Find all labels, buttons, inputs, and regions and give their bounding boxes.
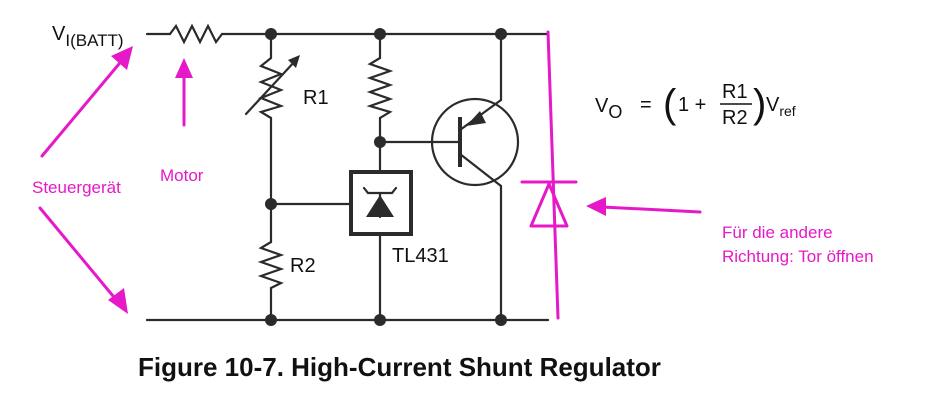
formula-denominator: R2: [722, 107, 748, 129]
bias-resistor: [366, 56, 394, 120]
r1-resistor: [258, 56, 285, 120]
tl431-box: [349, 170, 413, 236]
note-line-1: Für die andere: [722, 223, 833, 242]
arrow-to-diode: [600, 205, 702, 214]
junction-dots: [265, 28, 507, 326]
figure-caption: Figure 10-7. High-Current Shunt Regulato…: [138, 352, 661, 382]
formula-equals: =: [640, 94, 652, 116]
transistor-circle: [430, 97, 520, 187]
pnp-transistor: [430, 97, 520, 188]
formula-vref: Vref: [766, 94, 796, 119]
annotation-divider-line: [546, 30, 560, 320]
motor-resistor: [168, 23, 224, 45]
annotations: Steuergerät Motor Für die andere Richtun…: [32, 30, 874, 320]
tl431-symbol: [349, 170, 413, 236]
formula-vo: VO: [595, 95, 622, 122]
arrow-to-vin: [40, 56, 126, 158]
formula-one-plus: 1 +: [678, 94, 706, 116]
arrow-to-ground: [38, 206, 120, 304]
formula-paren-left: (: [663, 82, 677, 126]
r2-label: R2: [290, 255, 316, 277]
vin-label: VI(BATT): [52, 23, 124, 50]
formula: VO = ( 1 + R1 R2 ) Vref: [595, 81, 796, 129]
formula-numerator: R1: [722, 81, 748, 103]
r1-label: R1: [303, 87, 329, 109]
r2-resistor: [257, 240, 285, 290]
tl431-label: TL431: [392, 245, 449, 267]
motor-label: Motor: [160, 166, 204, 185]
note-line-2: Richtung: Tor öffnen: [722, 247, 874, 266]
annotation-diode: [520, 180, 578, 228]
transistor-collector: [458, 152, 503, 188]
r1-variable-arrow: [244, 55, 300, 116]
formula-paren-right: ): [753, 82, 766, 126]
steuergeraet-label: Steuergerät: [32, 178, 121, 197]
transistor-arrow: [466, 111, 486, 126]
